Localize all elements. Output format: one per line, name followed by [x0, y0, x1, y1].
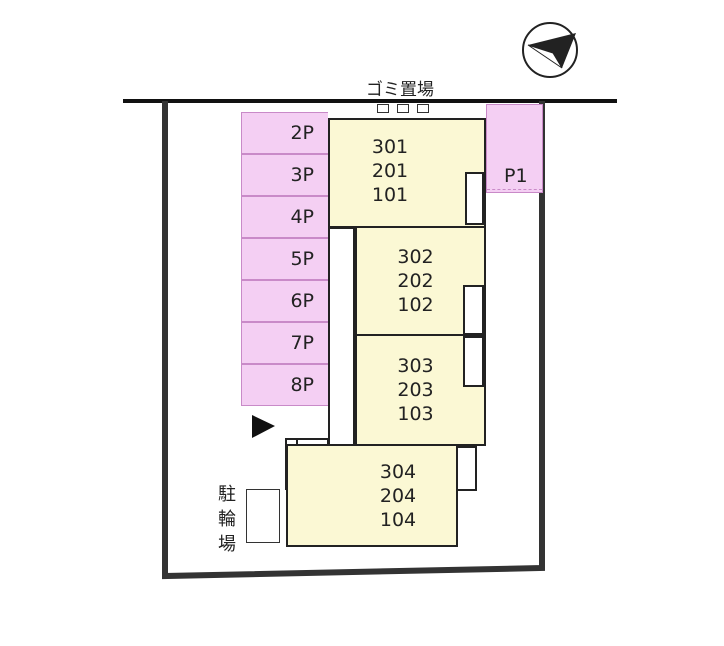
parking-slot-label: 8P [290, 374, 314, 396]
parking-slot: 5P [241, 238, 328, 280]
property-boundary [162, 101, 545, 580]
parking-slot: 7P [241, 322, 328, 364]
bicycle-parking-area [246, 489, 280, 543]
unit-number: 302 [397, 246, 434, 268]
balcony [463, 336, 484, 387]
unit-number: 101 [371, 184, 409, 206]
parking-slot: 6P [241, 280, 328, 322]
garbage-bin [417, 104, 429, 113]
unit-number: 303 [397, 355, 434, 377]
parking-slot-label: 6P [290, 290, 314, 312]
unit-number: 203 [397, 379, 434, 401]
balcony [463, 285, 484, 335]
unit-number: 304 [379, 461, 417, 483]
parking-slot-label: 2P [290, 122, 314, 144]
parking-slot: 8P [241, 364, 328, 406]
balcony [456, 446, 477, 491]
unit-number: 202 [397, 270, 434, 292]
garbage-area-label: ゴミ置場 [366, 80, 434, 100]
balcony [465, 172, 484, 225]
unit-number: 201 [371, 160, 409, 182]
unit-number: 301 [371, 136, 409, 158]
bicycle-label-char: 場 [218, 534, 236, 555]
parking-slot-label: P1 [504, 165, 528, 187]
parking-slot: 3P [241, 154, 328, 196]
garbage-bin [377, 104, 389, 113]
parking-slot: 2P [241, 112, 328, 154]
bicycle-label-char: 輪 [218, 509, 236, 530]
building-unit-block: 304 204 104 [286, 444, 458, 547]
walkway [328, 227, 355, 468]
bicycle-parking-label: 駐 輪 場 [218, 482, 236, 557]
unit-number: 102 [397, 294, 434, 316]
parking-slot-label: 7P [290, 332, 314, 354]
parking-slot-p1: P1 [486, 104, 543, 193]
garbage-bin [397, 104, 409, 113]
building-unit-block: 301 201 101 [328, 118, 486, 228]
parking-slot-label: 3P [290, 164, 314, 186]
parking-slot: 4P [241, 196, 328, 238]
parking-slot-label: 4P [290, 206, 314, 228]
unit-number: 104 [379, 509, 417, 531]
bicycle-label-char: 駐 [218, 484, 236, 505]
parking-slot-label: 5P [290, 248, 314, 270]
unit-number: 103 [397, 403, 434, 425]
entrance-arrow-icon [252, 415, 275, 438]
unit-number: 204 [379, 485, 417, 507]
north-arrow-icon [522, 22, 578, 78]
